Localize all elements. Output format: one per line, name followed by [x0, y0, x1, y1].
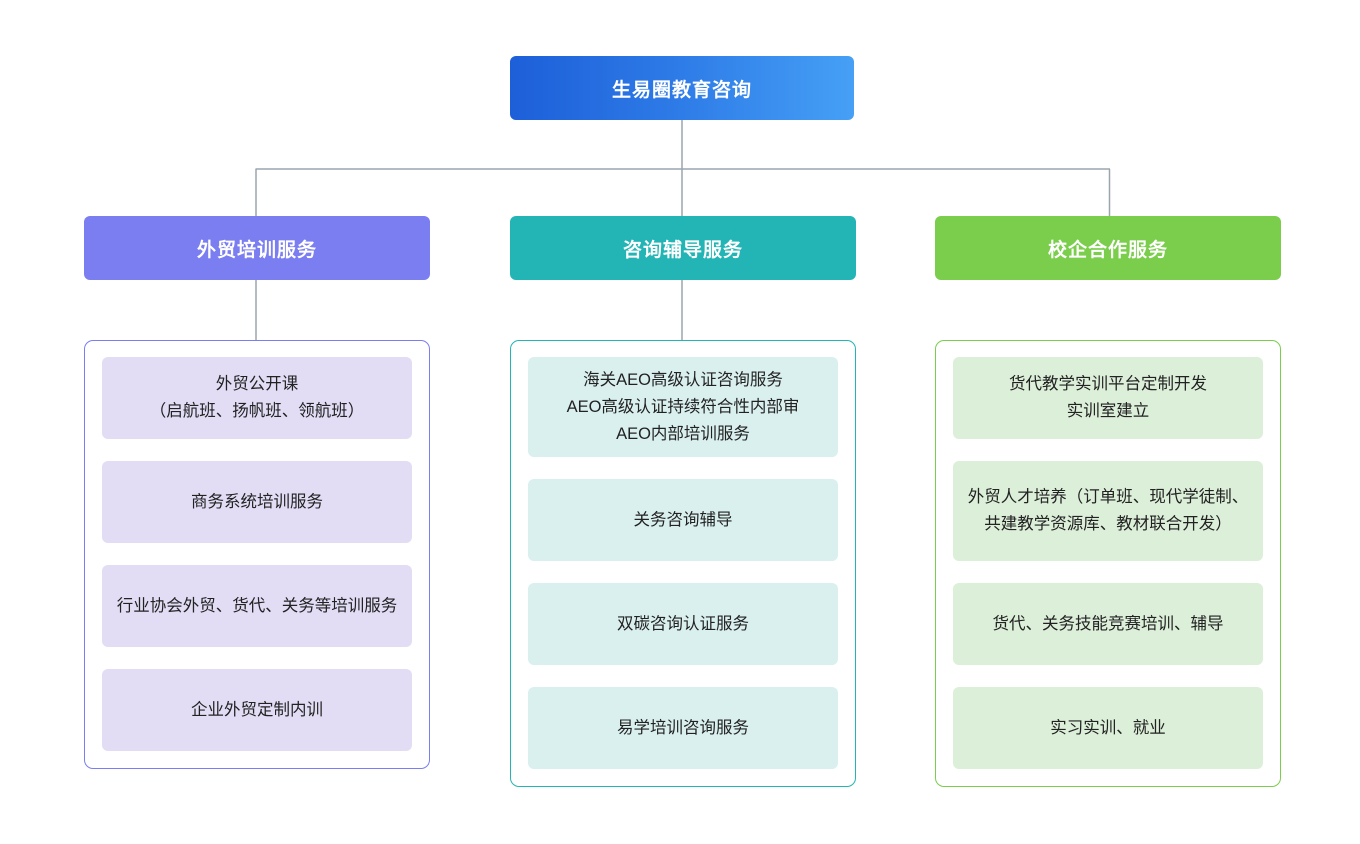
root-node[interactable]: 生易圈教育咨询 [510, 56, 854, 120]
branch-body-3: 货代教学实训平台定制开发 实训室建立 外贸人才培养（订单班、现代学徒制、共建教学… [935, 340, 1281, 787]
branch-header-1-label: 外贸培训服务 [196, 239, 317, 261]
root-node-label: 生易圈教育咨询 [611, 79, 752, 101]
branch-column-1: 外贸培训服务 外贸公开课 （启航班、扬帆班、领航班） 商务系统培训服务 行业协会… [84, 216, 430, 769]
leaf-item-label: 货代、关务技能竞赛培训、辅导 [992, 614, 1224, 633]
leaf-item-label: 易学培训咨询服务 [617, 718, 749, 737]
branch-body-1: 外贸公开课 （启航班、扬帆班、领航班） 商务系统培训服务 行业协会外贸、货代、关… [84, 340, 430, 769]
leaf-item-label: 实习实训、就业 [1050, 718, 1166, 737]
leaf-item-label: 商务系统培训服务 [191, 492, 323, 511]
leaf-item-label: 外贸人才培养（订单班、现代学徒制、共建教学资源库、教材联合开发） [967, 488, 1249, 533]
leaf-item-label: 行业协会外贸、货代、关务等培训服务 [116, 596, 398, 615]
leaf-item[interactable]: 海关AEO高级认证咨询服务 AEO高级认证持续符合性内部审 AEO内部培训服务 [528, 357, 838, 457]
leaf-item-label: 关务咨询辅导 [633, 510, 733, 529]
branch-header-3-label: 校企合作服务 [1047, 239, 1168, 261]
leaf-item[interactable]: 双碳咨询认证服务 [528, 583, 838, 665]
leaf-item-label: 海关AEO高级认证咨询服务 AEO高级认证持续符合性内部审 AEO内部培训服务 [566, 370, 800, 443]
leaf-item[interactable]: 易学培训咨询服务 [528, 687, 838, 769]
leaf-item[interactable]: 货代教学实训平台定制开发 实训室建立 [953, 357, 1263, 439]
branch-header-2[interactable]: 咨询辅导服务 [510, 216, 856, 280]
leaf-item[interactable]: 行业协会外贸、货代、关务等培训服务 [102, 565, 412, 647]
leaf-item[interactable]: 外贸人才培养（订单班、现代学徒制、共建教学资源库、教材联合开发） [953, 461, 1263, 561]
leaf-item-label: 外贸公开课 （启航班、扬帆班、领航班） [149, 375, 365, 420]
branch-column-2: 咨询辅导服务 海关AEO高级认证咨询服务 AEO高级认证持续符合性内部审 AEO… [510, 216, 856, 787]
branch-column-3: 校企合作服务 货代教学实训平台定制开发 实训室建立 外贸人才培养（订单班、现代学… [935, 216, 1281, 787]
leaf-item[interactable]: 企业外贸定制内训 [102, 669, 412, 751]
leaf-item-label: 货代教学实训平台定制开发 实训室建立 [1009, 375, 1207, 420]
leaf-item-label: 双碳咨询认证服务 [617, 614, 749, 633]
leaf-item[interactable]: 外贸公开课 （启航班、扬帆班、领航班） [102, 357, 412, 439]
leaf-item[interactable]: 关务咨询辅导 [528, 479, 838, 561]
branch-header-1[interactable]: 外贸培训服务 [84, 216, 430, 280]
leaf-item[interactable]: 商务系统培训服务 [102, 461, 412, 543]
branch-body-2: 海关AEO高级认证咨询服务 AEO高级认证持续符合性内部审 AEO内部培训服务 … [510, 340, 856, 787]
branch-header-2-label: 咨询辅导服务 [622, 239, 743, 261]
branch-header-3[interactable]: 校企合作服务 [935, 216, 1281, 280]
leaf-item[interactable]: 货代、关务技能竞赛培训、辅导 [953, 583, 1263, 665]
leaf-item[interactable]: 实习实训、就业 [953, 687, 1263, 769]
leaf-item-label: 企业外贸定制内训 [191, 700, 323, 719]
